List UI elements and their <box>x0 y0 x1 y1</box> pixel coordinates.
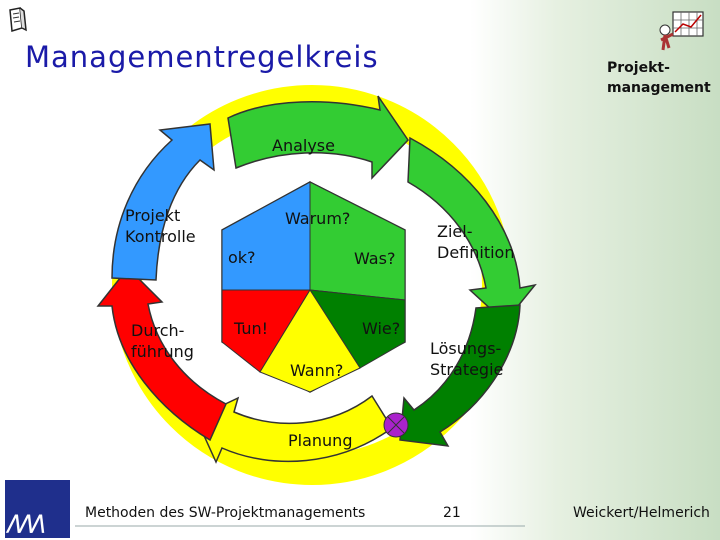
label-loesung: Lösungs- Strategie <box>430 338 503 380</box>
label-wann: Wann? <box>290 361 344 380</box>
segment-ok <box>221 181 311 291</box>
label-tun: Tun! <box>234 319 269 338</box>
label-was: Was? <box>354 249 396 268</box>
logo-mark: /\/\/\ <box>8 512 46 537</box>
ziel-arrow <box>407 136 537 324</box>
analyse-arrow <box>227 95 409 180</box>
label-wie: Wie? <box>362 319 401 338</box>
subtitle-line2: management <box>607 80 711 96</box>
subtitle-line1: Projekt- <box>607 60 670 76</box>
book-icon <box>9 7 27 32</box>
label-warum: Warum? <box>285 209 351 228</box>
label-durchfuehrung: Durch- führung <box>131 320 194 362</box>
footer-course: Methoden des SW-Projektmanagements <box>85 505 366 521</box>
page-title: Managementregelkreis <box>25 40 379 74</box>
label-loesung-line2: Strategie <box>430 360 504 379</box>
label-ziel-line2: Definition <box>437 243 515 262</box>
university-logo <box>5 480 70 538</box>
label-projekt-line2: Kontrolle <box>125 227 196 246</box>
chart-board-icon <box>659 11 704 51</box>
label-durch-line1: Durch- <box>131 321 185 340</box>
label-loesung-line1: Lösungs- <box>430 339 502 358</box>
label-ok: ok? <box>228 248 256 267</box>
footer-authors: Weickert/Helmerich <box>573 505 710 521</box>
footer-page-number: 21 <box>443 505 461 521</box>
label-projekt-line1: Projekt <box>125 206 181 225</box>
loesung-arrow <box>399 304 521 447</box>
label-ziel-line1: Ziel- <box>437 222 473 241</box>
durchfuehrung-arrow <box>96 266 227 442</box>
label-analyse: Analyse <box>272 136 335 155</box>
label-planung: Planung <box>288 431 353 450</box>
label-ziel: Ziel- Definition <box>437 221 514 263</box>
segment-wann <box>259 289 361 393</box>
page-subtitle: Projekt- management <box>607 58 717 98</box>
segment-warum-was <box>309 181 406 301</box>
label-durch-line2: führung <box>131 342 194 361</box>
label-kontrolle: Projekt Kontrolle <box>125 205 196 247</box>
kontrolle-arrow <box>111 123 215 281</box>
